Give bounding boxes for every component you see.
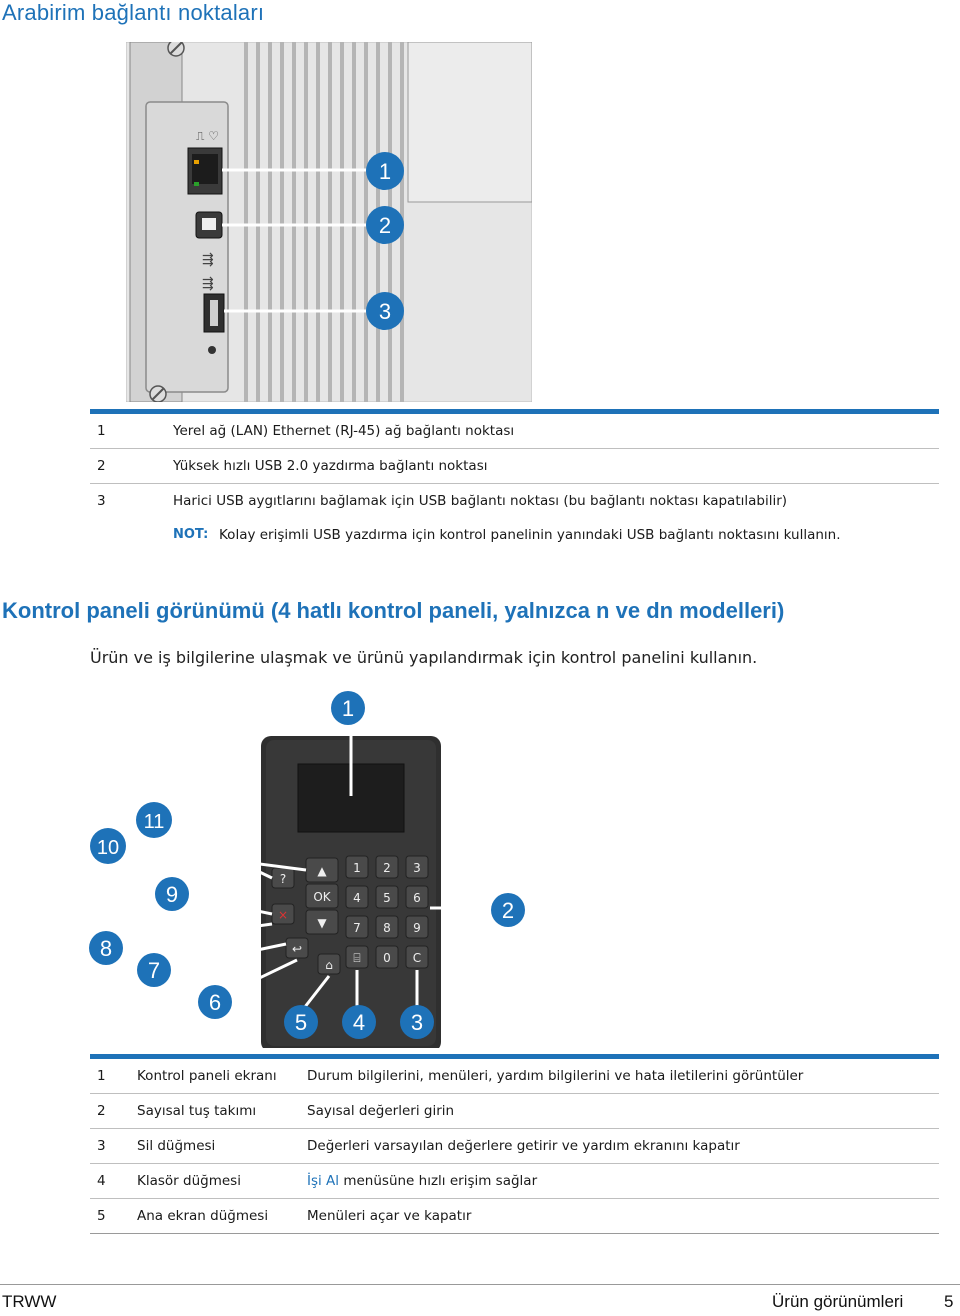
callout-8 [89, 931, 123, 965]
table-row: 2 Yüksek hızlı USB 2.0 yazdırma bağlantı… [90, 449, 939, 484]
table-row: 2 Sayısal tuş takımı Sayısal değerleri g… [90, 1094, 939, 1129]
row-number: 1 [97, 423, 106, 439]
row-description: İşi Al menüsüne hızlı erişim sağlar [307, 1173, 537, 1189]
callout-9-label: 9 [166, 882, 178, 907]
keypad-key-1: 1 [353, 861, 361, 875]
row-number: 1 [97, 1068, 106, 1084]
table-row: 4 Klasör düğmesi İşi Al menüsüne hızlı e… [90, 1164, 939, 1199]
note-label: NOT: [173, 527, 209, 542]
control-panel-table: 1 Kontrol paneli ekranı Durum bilgilerin… [90, 1054, 939, 1234]
row-description: Değerleri varsayılan değerlere getirir v… [307, 1138, 740, 1154]
callout-1-label: 1 [379, 159, 391, 184]
callout-7-label: 7 [148, 958, 160, 983]
callout-6 [198, 985, 232, 1019]
row-name: Sayısal tuş takımı [137, 1103, 257, 1119]
callout-7 [137, 953, 171, 987]
keypad-key-0: 0 [383, 951, 391, 965]
control-panel-illustration: ▲ OK ▼ ? × ↩ ⌂ 1 2 3 4 5 6 7 8 9 ⌸ 0 C [89, 691, 525, 1048]
callout-10 [90, 828, 126, 864]
callout-1 [331, 691, 365, 725]
callout-3 [366, 292, 404, 330]
callout-2 [366, 206, 404, 244]
row-description: Menüleri açar ve kapatır [307, 1208, 472, 1224]
callout-6-label: 6 [209, 990, 221, 1015]
note: NOT: Kolay erişimli USB yazdırma için ko… [90, 518, 939, 552]
callout-3 [400, 1005, 434, 1039]
footer-rule [0, 1284, 960, 1285]
ok-key [305, 883, 339, 909]
svg-text:⇶: ⇶ [202, 276, 214, 292]
callout-10-label: 10 [97, 837, 119, 859]
callout-8-label: 8 [100, 936, 112, 961]
row-number: 3 [97, 1138, 106, 1154]
footer-section: Ürün görünümleri [772, 1292, 904, 1311]
table-row: 5 Ana ekran düğmesi Menüleri açar ve kap… [90, 1199, 939, 1234]
callout-2 [491, 893, 525, 927]
callout-1-label: 1 [342, 696, 354, 721]
callout-3-label: 3 [411, 1010, 423, 1035]
table-row: 1 Yerel ağ (LAN) Ethernet (RJ-45) ağ bağ… [90, 414, 939, 449]
callout-5 [284, 1005, 318, 1039]
row-description: Durum bilgilerini, menüleri, yardım bilg… [307, 1068, 804, 1084]
callout-2-label: 2 [379, 213, 391, 238]
row-text: Yüksek hızlı USB 2.0 yazdırma bağlantı n… [173, 458, 488, 474]
callout-9 [155, 877, 189, 911]
callout-11 [136, 802, 172, 838]
job-retrieval-link[interactable]: İşi Al [307, 1173, 340, 1189]
svg-text:⇶: ⇶ [202, 252, 214, 268]
keypad-key-6: 6 [413, 891, 421, 905]
footer-left: TRWW [2, 1292, 57, 1311]
keypad-key-9: 9 [413, 921, 421, 935]
keypad-key-8: 8 [383, 921, 391, 935]
ok-key-label: OK [313, 890, 331, 904]
help-key-label: ? [280, 872, 286, 886]
callout-5-label: 5 [295, 1010, 307, 1035]
svg-text:⎍ ♡: ⎍ ♡ [196, 129, 219, 143]
callout-4 [342, 1005, 376, 1039]
callout-11-label: 11 [144, 811, 165, 833]
row-number: 3 [97, 493, 106, 509]
row-text: Yerel ağ (LAN) Ethernet (RJ-45) ağ bağla… [173, 423, 515, 439]
row-number: 5 [97, 1208, 106, 1224]
row-number: 4 [97, 1173, 106, 1189]
back-arrow-icon: ↩ [292, 942, 302, 956]
note-text: Kolay erişimli USB yazdırma için kontrol… [219, 527, 841, 543]
row-name: Klasör düğmesi [137, 1173, 241, 1189]
keypad-key-5: 5 [383, 891, 391, 905]
cancel-x-icon: × [278, 908, 288, 922]
keypad-key-2: 2 [383, 861, 391, 875]
callout-2-label: 2 [502, 898, 514, 923]
table-row: 1 Kontrol paneli ekranı Durum bilgilerin… [90, 1059, 939, 1094]
section-title-interface-ports: Arabirim bağlantı noktaları [2, 0, 265, 25]
row-number: 2 [97, 458, 106, 474]
down-arrow-key [305, 909, 339, 935]
table-row: 3 Sil düğmesi Değerleri varsayılan değer… [90, 1129, 939, 1164]
section-title-control-panel: Kontrol paneli görünümü (4 hatlı kontrol… [2, 598, 785, 623]
row-name: Kontrol paneli ekranı [137, 1068, 277, 1084]
callout-3-label: 3 [379, 299, 391, 324]
callout-4-label: 4 [353, 1010, 365, 1035]
table-row: 3 Harici USB aygıtlarını bağlamak için U… [90, 484, 939, 518]
callout-1 [366, 152, 404, 190]
section-intro: Ürün ve iş bilgilerine ulaşmak ve ürünü … [90, 648, 758, 667]
keypad-key-clear: C [413, 951, 421, 965]
keypad-key-7: 7 [353, 921, 361, 935]
row-description: Sayısal değerleri girin [307, 1103, 455, 1119]
folder-key-icon: ⌸ [353, 951, 360, 965]
up-arrow-icon: ▲ [317, 864, 327, 878]
home-key [317, 953, 341, 975]
row-name: Sil düğmesi [137, 1138, 216, 1154]
interface-ports-illustration: ⎍ ♡ ⇶ ⇶ 1 2 3 [126, 42, 532, 402]
keypad-key-4: 4 [353, 891, 361, 905]
home-icon: ⌂ [325, 958, 333, 972]
row-text: Harici USB aygıtlarını bağlamak için USB… [173, 493, 788, 509]
page-number: 5 [944, 1292, 954, 1311]
keypad-key-3: 3 [413, 861, 421, 875]
down-arrow-icon: ▼ [317, 916, 327, 930]
row-number: 2 [97, 1103, 106, 1119]
row-description-rest: menüsüne hızlı erişim sağlar [339, 1173, 538, 1189]
back-key [285, 937, 309, 959]
row-name: Ana ekran düğmesi [137, 1208, 269, 1224]
interface-ports-table: 1 Yerel ağ (LAN) Ethernet (RJ-45) ağ bağ… [90, 409, 939, 552]
